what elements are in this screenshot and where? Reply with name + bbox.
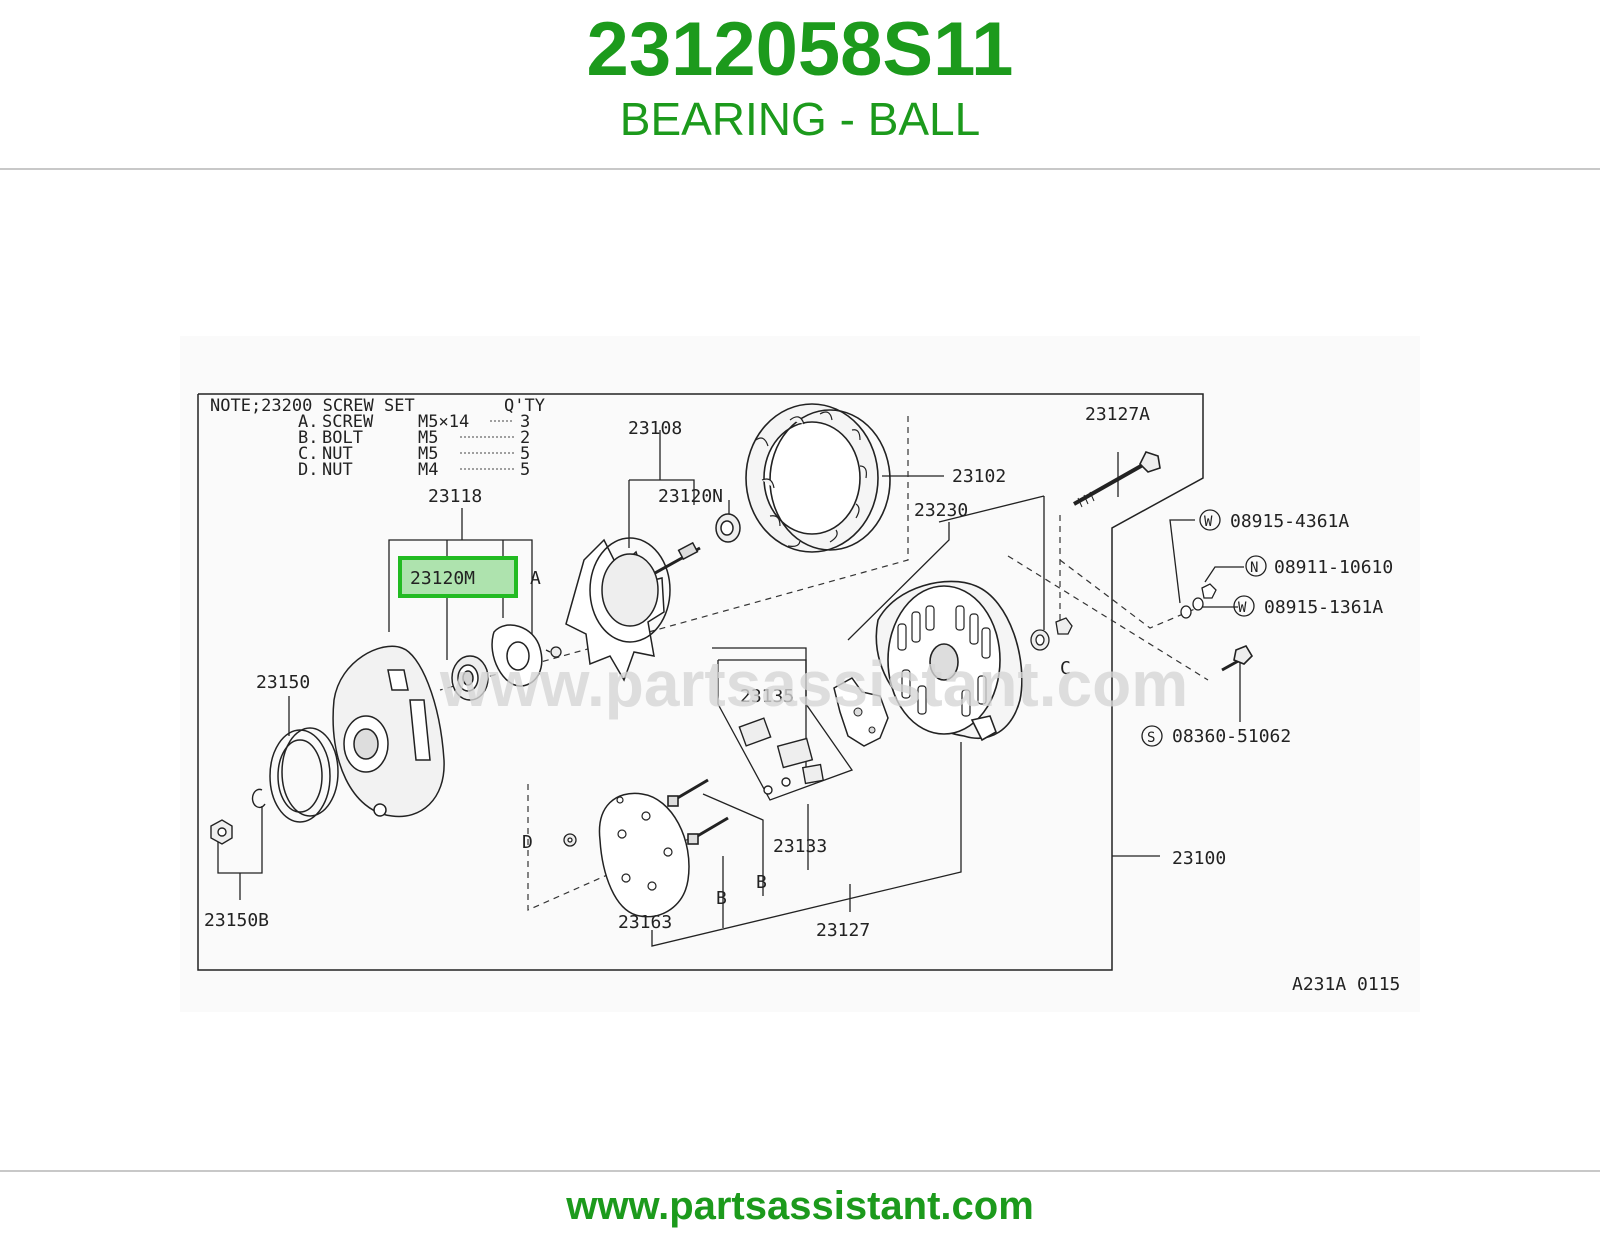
label-b-upper: B [756, 872, 767, 893]
note-title: NOTE;23200 SCREW SET [210, 396, 415, 416]
note-row-a-name: SCREW [322, 412, 374, 432]
label-08911-10610: 08911-10610 [1274, 557, 1393, 578]
retainer-plate-icon [491, 624, 543, 687]
circle-n-label: N [1250, 560, 1258, 576]
label-b-lower: B [716, 888, 727, 909]
note-leader-dots [460, 420, 514, 470]
note-row-b-id: B. [298, 428, 318, 448]
label-08360-51062: 08360-51062 [1172, 726, 1291, 747]
circle-s-label: S [1147, 730, 1155, 746]
part-name-subtitle: BEARING - BALL [619, 93, 981, 145]
label-23133: 23133 [773, 836, 827, 857]
ball-bearing-icon [451, 655, 489, 701]
note-row-b-size: M5 [418, 428, 438, 448]
circle-w1-label: W [1204, 514, 1213, 530]
footer-divider [0, 1170, 1600, 1172]
washer-nut-icons [1180, 583, 1217, 619]
label-23127: 23127 [816, 920, 870, 941]
label-23108: 23108 [628, 418, 682, 439]
highlight-box[interactable] [398, 556, 518, 598]
parts-diagram: NOTE;23200 SCREW SET Q'TY A. SCREW M5×14… [180, 336, 1420, 1012]
nut-c-icons [1030, 617, 1073, 651]
nut-icon [210, 819, 233, 845]
label-23120n: 23120N [658, 486, 723, 507]
label-a: A [530, 568, 541, 589]
note-row-a-id: A. [298, 412, 318, 432]
screw-a-icon [545, 646, 562, 658]
nut-d-icon [563, 833, 577, 847]
note-rows: A. SCREW M5×14 3 B. BOLT M5 2 C. NUT M5 … [298, 412, 530, 480]
screw-s-icon [1221, 645, 1254, 672]
through-bolt-icon [1073, 451, 1161, 508]
label-23127a: 23127A [1085, 404, 1150, 425]
regulator-bracket-icon [833, 677, 889, 747]
leader-lines [217, 430, 1244, 947]
note-row-a-qty: 3 [520, 412, 530, 432]
note-row-c-name: NUT [322, 444, 353, 464]
note-row-d-qty: 5 [520, 460, 530, 480]
note-row-c-size: M5 [418, 444, 438, 464]
header-divider [0, 168, 1600, 170]
label-23100: 23100 [1172, 848, 1226, 869]
note-row-d-name: NUT [322, 460, 353, 480]
circle-markers [1141, 509, 1267, 747]
label-d: D [522, 832, 533, 853]
stator-icon [745, 403, 891, 553]
note-row-b-qty: 2 [520, 428, 530, 448]
label-23150b: 23150B [204, 910, 269, 931]
callout-labels: 23108 23102 23127A 23118 23120N 23230 23… [204, 404, 1400, 995]
label-23120m[interactable]: 23120M [410, 568, 475, 589]
label-08915-1361a: 08915-1361A [1264, 597, 1383, 618]
label-23102: 23102 [952, 466, 1006, 487]
label-diagram-code: A231A 0115 [1292, 974, 1400, 995]
bolt-b-icons [667, 778, 729, 845]
brush-holder-icon [738, 717, 825, 795]
note-row-a-size: M5×14 [418, 412, 469, 432]
label-23163: 23163 [618, 912, 672, 933]
circle-w2-label: W [1238, 600, 1247, 616]
note-row-d-id: D. [298, 460, 318, 480]
front-housing-icon [332, 645, 445, 818]
bracket-box [717, 659, 854, 801]
note-row-d-size: M4 [418, 460, 438, 480]
label-08915-4361a: 08915-4361A [1230, 511, 1349, 532]
page-header: 2312058S11 BEARING - BALL [0, 0, 1600, 168]
label-23150: 23150 [256, 672, 310, 693]
lock-washer-icon [251, 788, 266, 809]
note-qty-header: Q'TY [504, 396, 545, 416]
footer-url-link[interactable]: www.partsassistant.com [566, 1184, 1034, 1228]
note-row-c-qty: 5 [520, 444, 530, 464]
label-23230: 23230 [914, 500, 968, 521]
pulley-icon [269, 727, 339, 823]
watermark-text: www.partsassistant.com [439, 648, 1188, 720]
rectifier-plate-icon [598, 792, 690, 918]
rear-bearing-icon [715, 513, 741, 543]
label-23135: 23135 [740, 686, 794, 707]
part-number-title: 2312058S11 [586, 7, 1014, 92]
rear-housing-icon [875, 580, 1023, 742]
diagram-frame [197, 393, 1204, 971]
rotor-icon [565, 537, 701, 682]
note-row-b-name: BOLT [322, 428, 363, 448]
label-c: C [1060, 658, 1071, 679]
alternator-exploded-view: NOTE;23200 SCREW SET Q'TY A. SCREW M5×14… [197, 393, 1400, 995]
note-row-c-id: C. [298, 444, 318, 464]
label-23118: 23118 [428, 486, 482, 507]
